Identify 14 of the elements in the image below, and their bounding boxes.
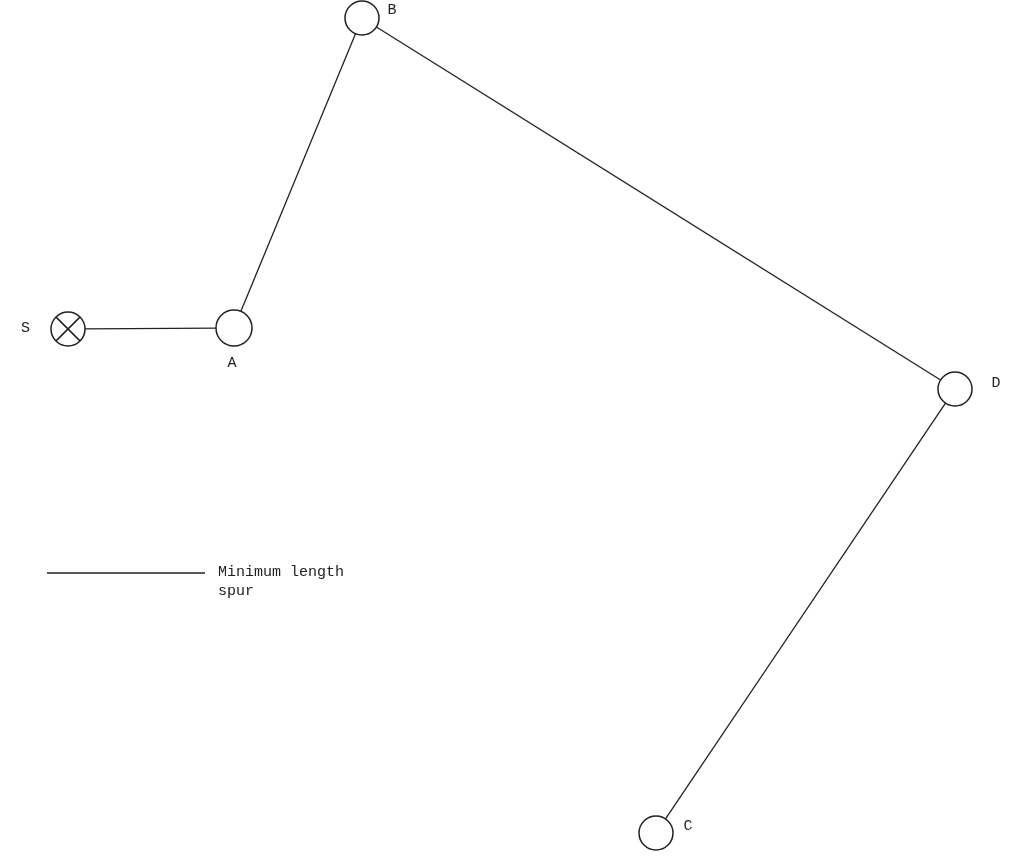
junction-circle — [638, 815, 674, 851]
connector-line — [664, 402, 947, 820]
connector-line — [240, 33, 357, 312]
connector-line — [375, 26, 942, 381]
node-label: S — [21, 321, 30, 337]
node-label: A — [227, 356, 237, 372]
node-label: C — [683, 819, 693, 835]
node-label: D — [991, 376, 1001, 392]
junction-circle — [344, 0, 380, 36]
junction-circle — [215, 309, 253, 347]
source-symbol — [50, 311, 86, 347]
node-label: B — [387, 3, 397, 19]
junction-circle — [937, 371, 973, 407]
legend-text: Minimum length spur — [218, 563, 346, 601]
